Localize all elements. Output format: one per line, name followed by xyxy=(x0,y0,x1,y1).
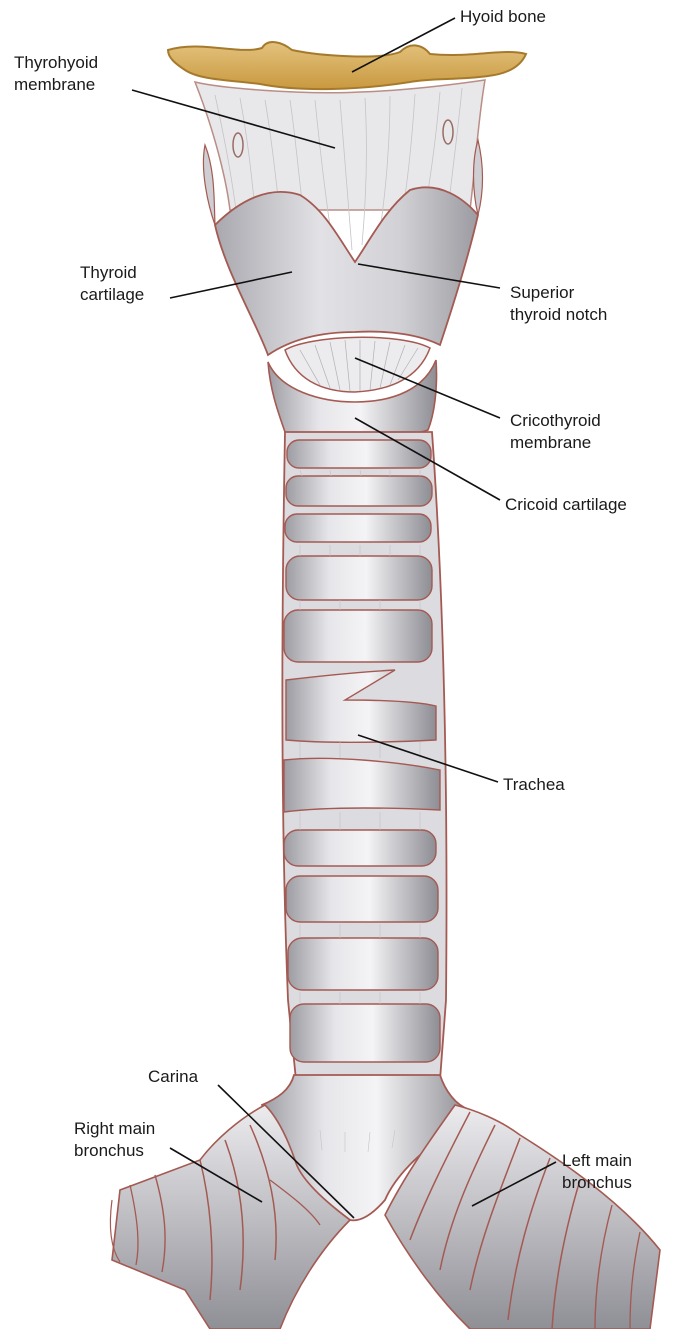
thyroid-side-left xyxy=(203,145,215,225)
label-cricothyroid-membrane: Cricothyroid membrane xyxy=(510,410,601,454)
label-thyrohyoid-membrane-line2: membrane xyxy=(14,74,98,96)
thyroid-cartilage-shape xyxy=(215,187,478,355)
label-carina: Carina xyxy=(148,1066,198,1088)
label-thyrohyoid-membrane: Thyrohyoid membrane xyxy=(14,52,98,96)
label-left-main-bronchus-line1: Left main xyxy=(562,1150,632,1172)
label-superior-thyroid-notch-line1: Superior xyxy=(510,282,607,304)
label-left-main-bronchus-line2: bronchus xyxy=(562,1172,632,1194)
label-cricothyroid-membrane-line1: Cricothyroid xyxy=(510,410,601,432)
label-carina-text: Carina xyxy=(148,1066,198,1088)
label-cricothyroid-membrane-line2: membrane xyxy=(510,432,601,454)
label-cricoid-cartilage: Cricoid cartilage xyxy=(505,494,627,516)
label-trachea-text: Trachea xyxy=(503,774,565,796)
label-right-main-bronchus: Right main bronchus xyxy=(74,1118,155,1162)
label-left-main-bronchus: Left main bronchus xyxy=(562,1150,632,1194)
label-right-main-bronchus-line1: Right main xyxy=(74,1118,155,1140)
label-right-main-bronchus-line2: bronchus xyxy=(74,1140,155,1162)
thyroid-side-right xyxy=(474,140,483,215)
label-superior-thyroid-notch-line2: thyroid notch xyxy=(510,304,607,326)
cricothyroid-membrane-shape xyxy=(285,337,430,392)
label-thyroid-cartilage-line2: cartilage xyxy=(80,284,144,306)
label-trachea: Trachea xyxy=(503,774,565,796)
label-hyoid-bone: Hyoid bone xyxy=(460,6,546,28)
label-superior-thyroid-notch: Superior thyroid notch xyxy=(510,282,607,326)
label-thyroid-cartilage-line1: Thyroid xyxy=(80,262,144,284)
label-cricoid-cartilage-text: Cricoid cartilage xyxy=(505,494,627,516)
label-thyrohyoid-membrane-line1: Thyrohyoid xyxy=(14,52,98,74)
label-hyoid-bone-text: Hyoid bone xyxy=(460,6,546,28)
label-thyroid-cartilage: Thyroid cartilage xyxy=(80,262,144,306)
